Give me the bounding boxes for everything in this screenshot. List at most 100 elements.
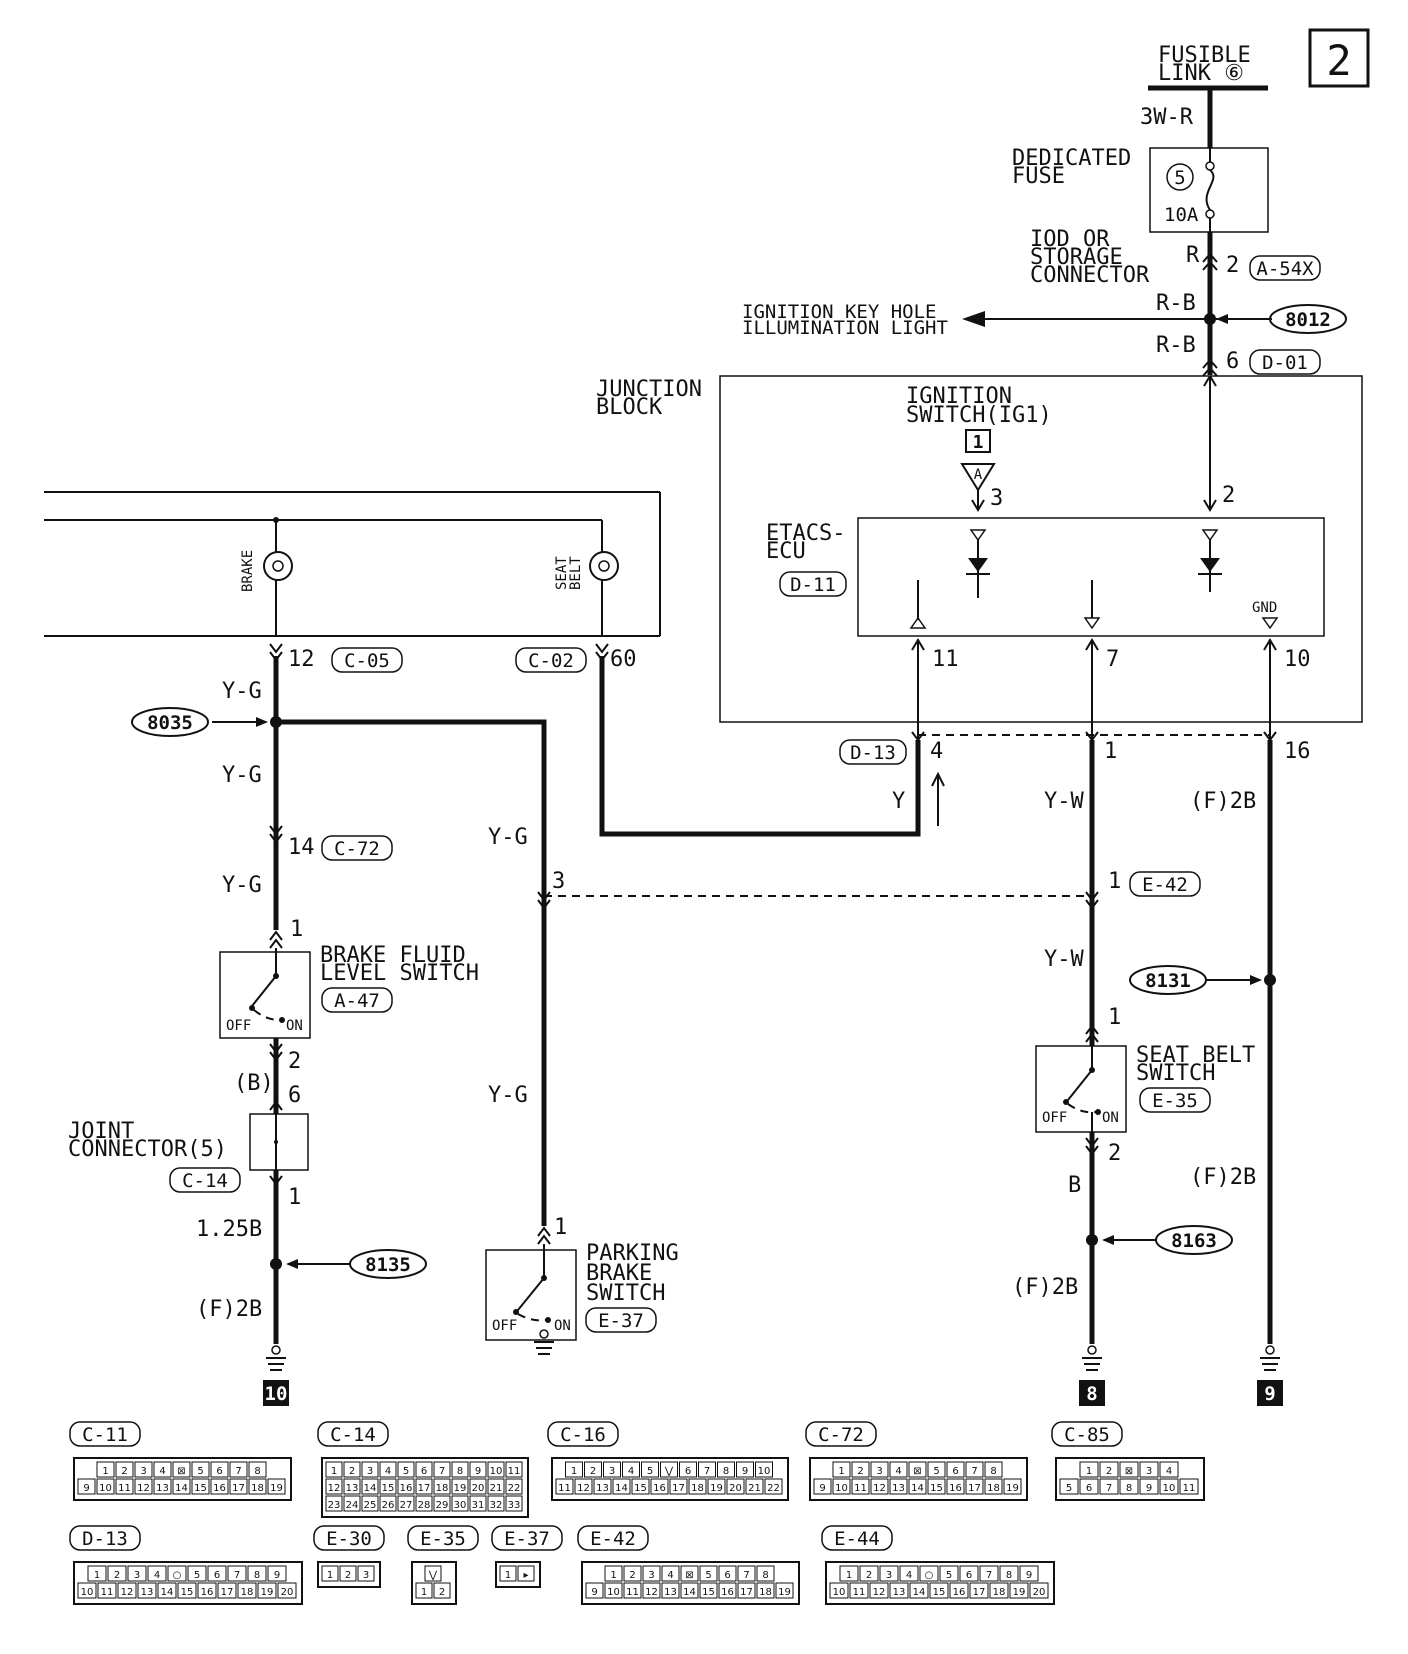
- connector-pin-cell: [229, 1461, 248, 1478]
- connector-pin-cell: [487, 1495, 505, 1512]
- connector-pin-number: 12: [577, 1483, 590, 1494]
- connector-view-label-e42: E-42: [590, 1528, 636, 1550]
- parking-brake-1: PARKING: [586, 1241, 679, 1266]
- connector-pin-cell: [756, 1565, 775, 1582]
- connector-view-label-d13: D-13: [82, 1528, 128, 1550]
- wire-label-rb-1: R-B: [1156, 291, 1196, 316]
- connector-pin-number: 14: [615, 1483, 628, 1494]
- connector-pin-cell: [603, 1461, 621, 1478]
- wire-label-b-1: (B): [234, 1071, 274, 1096]
- connector-pin-number: 30: [454, 1500, 467, 1511]
- connector-badge-d11: [779, 571, 847, 597]
- connector-pin-number: 8: [254, 1466, 260, 1477]
- splice-arrow-8131: [1250, 975, 1262, 985]
- seat-belt-switch-box: [1035, 1045, 1127, 1133]
- connector-pin-number: 7: [971, 1466, 977, 1477]
- connector-pin-cell: [832, 1461, 851, 1478]
- ground-box-10: [263, 1380, 289, 1406]
- connector-pin-number: 13: [346, 1483, 359, 1494]
- connector-pin-cell: [424, 1565, 442, 1582]
- connector-pin-number: 27: [400, 1500, 413, 1511]
- pin-14-c72: 14: [288, 835, 315, 860]
- sbs-off: OFF: [1042, 1110, 1067, 1126]
- connector-pin-number: 17: [418, 1483, 431, 1494]
- connector-pin-cell: [1079, 1461, 1099, 1478]
- connector-pin-cell: [989, 1582, 1009, 1599]
- connector-view-label-c11: C-11: [82, 1424, 128, 1446]
- connector-pin-cell: [325, 1461, 343, 1478]
- connector-pin-cell: [984, 1461, 1003, 1478]
- brake-fluid-label-2: LEVEL SWITCH: [320, 961, 479, 986]
- connector-pin-number: 1: [1086, 1466, 1092, 1477]
- connector-pin-cell: [517, 1565, 535, 1582]
- connector-pin-number: 15: [194, 1483, 207, 1494]
- connector-pin-number: 1: [505, 1570, 511, 1581]
- connector-pin-cell: [415, 1478, 433, 1495]
- wire-label-yg-1: Y-G: [222, 679, 262, 704]
- connector-pin-cell: [248, 1478, 267, 1495]
- connector-pin-cell: [107, 1565, 127, 1582]
- connector-pin-number: 11: [1183, 1483, 1196, 1494]
- connector-pin-cell: [889, 1478, 908, 1495]
- connector-pin-cell: [859, 1565, 879, 1582]
- connector-pin-number: 15: [933, 1587, 946, 1598]
- junction-block-label-2: BLOCK: [596, 395, 663, 420]
- connector-pin-cell: [612, 1478, 631, 1495]
- connector-pin-number: 6: [685, 1466, 691, 1477]
- connector-pin-number: 8: [762, 1570, 768, 1581]
- connector-pin-cell: [343, 1478, 361, 1495]
- connector-pin-number: 25: [364, 1500, 377, 1511]
- jb-arrow-top: [1203, 375, 1217, 387]
- connector-badge-c72: [321, 835, 393, 861]
- connector-view-frame-e44: [825, 1561, 1055, 1605]
- connector-pin-cell: [229, 1478, 248, 1495]
- connector-pin-number: 11: [626, 1587, 639, 1598]
- connector-pin-number: 13: [892, 1483, 905, 1494]
- connector-pin-number: 16: [953, 1587, 966, 1598]
- connector-pin-cell: [227, 1565, 247, 1582]
- connector-pin-cell: [172, 1461, 191, 1478]
- fuse-terminal-bottom: [1205, 209, 1215, 219]
- wire-label-b-2: B: [1068, 1173, 1081, 1198]
- connector-pin-number: 8: [723, 1466, 729, 1477]
- connector-pin-cell: [965, 1478, 984, 1495]
- wire-label-yw-2: Y-W: [1044, 947, 1084, 972]
- connector-pin-number: 7: [235, 1466, 241, 1477]
- page-number-box: [1308, 28, 1370, 88]
- connector-pin-number: ⊠: [913, 1466, 921, 1477]
- sbs-on-contact: [1095, 1109, 1101, 1115]
- connector-view-badge-d13: [69, 1525, 141, 1551]
- parking-brake-2: BRAKE: [586, 1261, 652, 1286]
- connector-pin-number: 22: [767, 1483, 780, 1494]
- connector-pin-number: 4: [628, 1466, 634, 1477]
- arrow-key-hole-light: [962, 311, 985, 327]
- pbs-pin1-mark: [537, 1226, 551, 1245]
- connector-view-badge-e44: [821, 1525, 893, 1551]
- connector-view-label-c72: C-72: [818, 1424, 864, 1446]
- connector-pin-cell: [908, 1461, 927, 1478]
- connector-pin-cell: [642, 1565, 661, 1582]
- connector-pin-number: 6: [724, 1570, 730, 1581]
- connector-badge-e37: [585, 1307, 657, 1333]
- pin-11: 11: [932, 647, 959, 672]
- connector-pin-cell: [115, 1478, 134, 1495]
- connector-pin-number: 7: [439, 1466, 445, 1477]
- connector-pin-cell: [680, 1582, 699, 1599]
- c72-mark: [269, 825, 283, 844]
- etacs-connector: D-11: [790, 574, 836, 596]
- connector-pin-cell: [127, 1565, 147, 1582]
- splice-arrow-8163: [1102, 1235, 1114, 1245]
- connector-pin-cell: [927, 1478, 946, 1495]
- connector-pin-cell: [965, 1461, 984, 1478]
- bfs-on-contact: [279, 1017, 285, 1023]
- connector-pin-number: 5: [933, 1466, 939, 1477]
- ecu-gnd: GND: [1252, 600, 1277, 616]
- connector-pin-number: 3: [140, 1466, 146, 1477]
- connector-pin-number: 19: [454, 1483, 467, 1494]
- connector-pin-cell: [699, 1565, 718, 1582]
- wire-label-3w-r: 3W-R: [1140, 105, 1194, 130]
- connector-pin-number: 9: [591, 1587, 597, 1598]
- pin-1-jc: 1: [288, 1185, 301, 1210]
- connector-pin-number: 17: [740, 1587, 753, 1598]
- connector-pin-cell: [321, 1565, 339, 1582]
